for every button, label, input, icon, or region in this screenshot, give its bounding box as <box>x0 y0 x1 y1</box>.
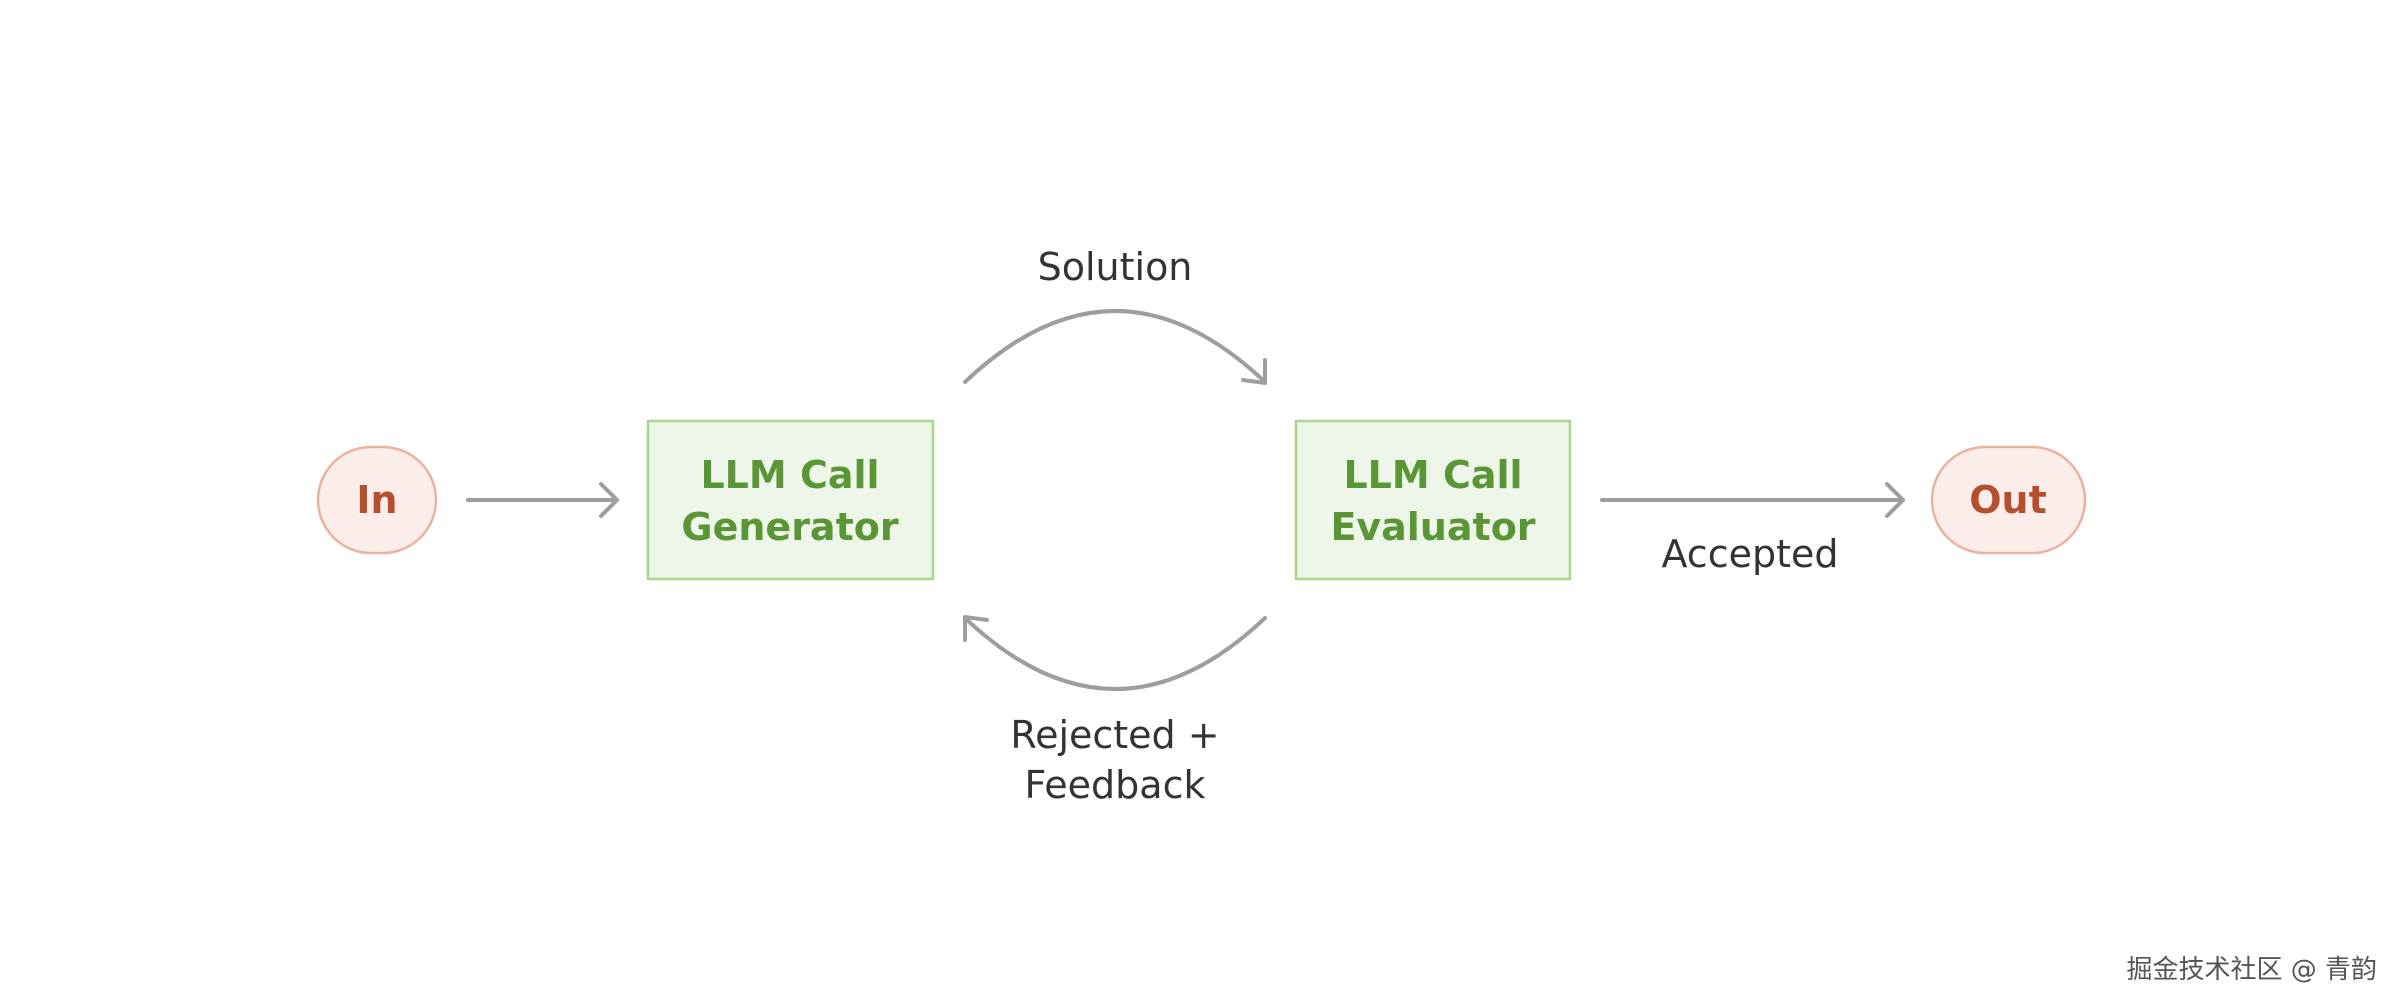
evaluator-node-label-line1: LLM Call <box>1343 453 1522 497</box>
evaluator-node-shape <box>1294 419 1572 581</box>
generator-node-label-line1: LLM Call <box>700 453 879 497</box>
generator-node-label-line2: Generator <box>681 505 898 549</box>
evaluator-to-output-arrow <box>1600 482 1905 518</box>
feedback-edge-label-line2: Feedback <box>1025 763 1206 807</box>
solution-arrow <box>963 309 1267 385</box>
input-to-generator-arrow <box>466 482 619 518</box>
output-node-shape <box>1930 445 2087 555</box>
output-node: Out <box>1930 445 2087 555</box>
output-node-label: Out <box>1969 478 2047 522</box>
watermark: 掘金技术社区 @ 青韵 <box>2126 955 2377 985</box>
generator-node: LLM Call Generator <box>646 419 935 581</box>
accepted-edge-label: Accepted <box>1661 532 1838 576</box>
solution-edge-label: Solution <box>1038 245 1193 289</box>
input-node-label: In <box>356 478 397 522</box>
generator-node-shape <box>646 419 935 581</box>
input-node: In <box>316 445 438 555</box>
evaluator-node-label-line2: Evaluator <box>1330 505 1535 549</box>
input-node-shape <box>316 445 438 555</box>
evaluator-node: LLM Call Evaluator <box>1294 419 1572 581</box>
feedback-edge-label-line1: Rejected + <box>1010 713 1219 757</box>
feedback-arrow <box>963 615 1267 691</box>
